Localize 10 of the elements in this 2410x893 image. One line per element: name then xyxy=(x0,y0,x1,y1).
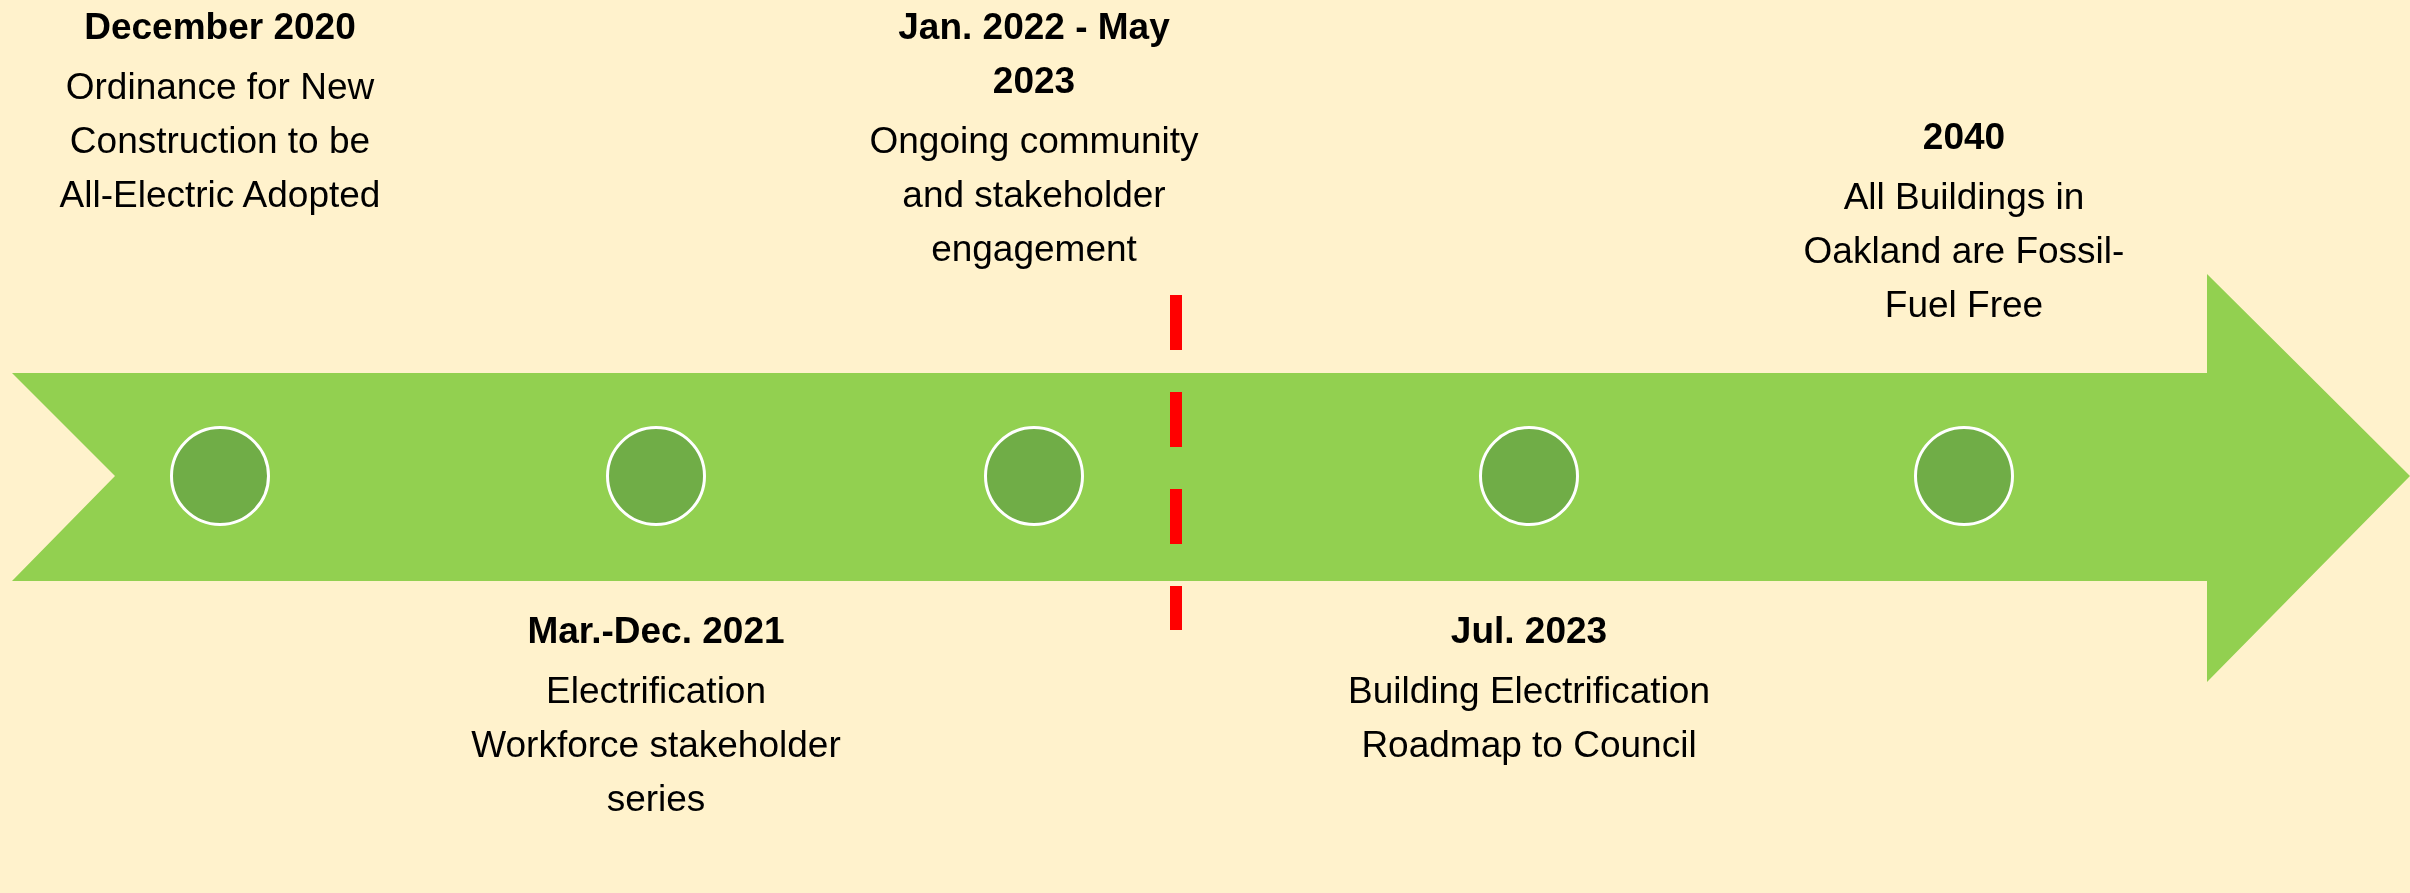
milestone-description: Building Electrification Roadmap to Council xyxy=(1347,669,1711,767)
milestone-date: Jan. 2022 - May 2023 xyxy=(897,5,1171,103)
milestone-date: December 2020 xyxy=(83,5,357,49)
milestone-date: Mar.-Dec. 2021 xyxy=(526,609,786,653)
milestone-description: All Buildings in Oakland are Fossil-Fuel Free xyxy=(1802,175,2126,327)
milestone-description: Electrification Workforce stakeholder series xyxy=(470,669,842,821)
milestone-date: 2040 xyxy=(1921,115,2007,159)
milestone-description: Ongoing community and stakeholder engagement xyxy=(868,119,1200,271)
milestone-description: Ordinance for New Construction to be All-Electric Adopted xyxy=(58,65,382,217)
milestone-date: Jul. 2023 xyxy=(1449,609,1609,653)
